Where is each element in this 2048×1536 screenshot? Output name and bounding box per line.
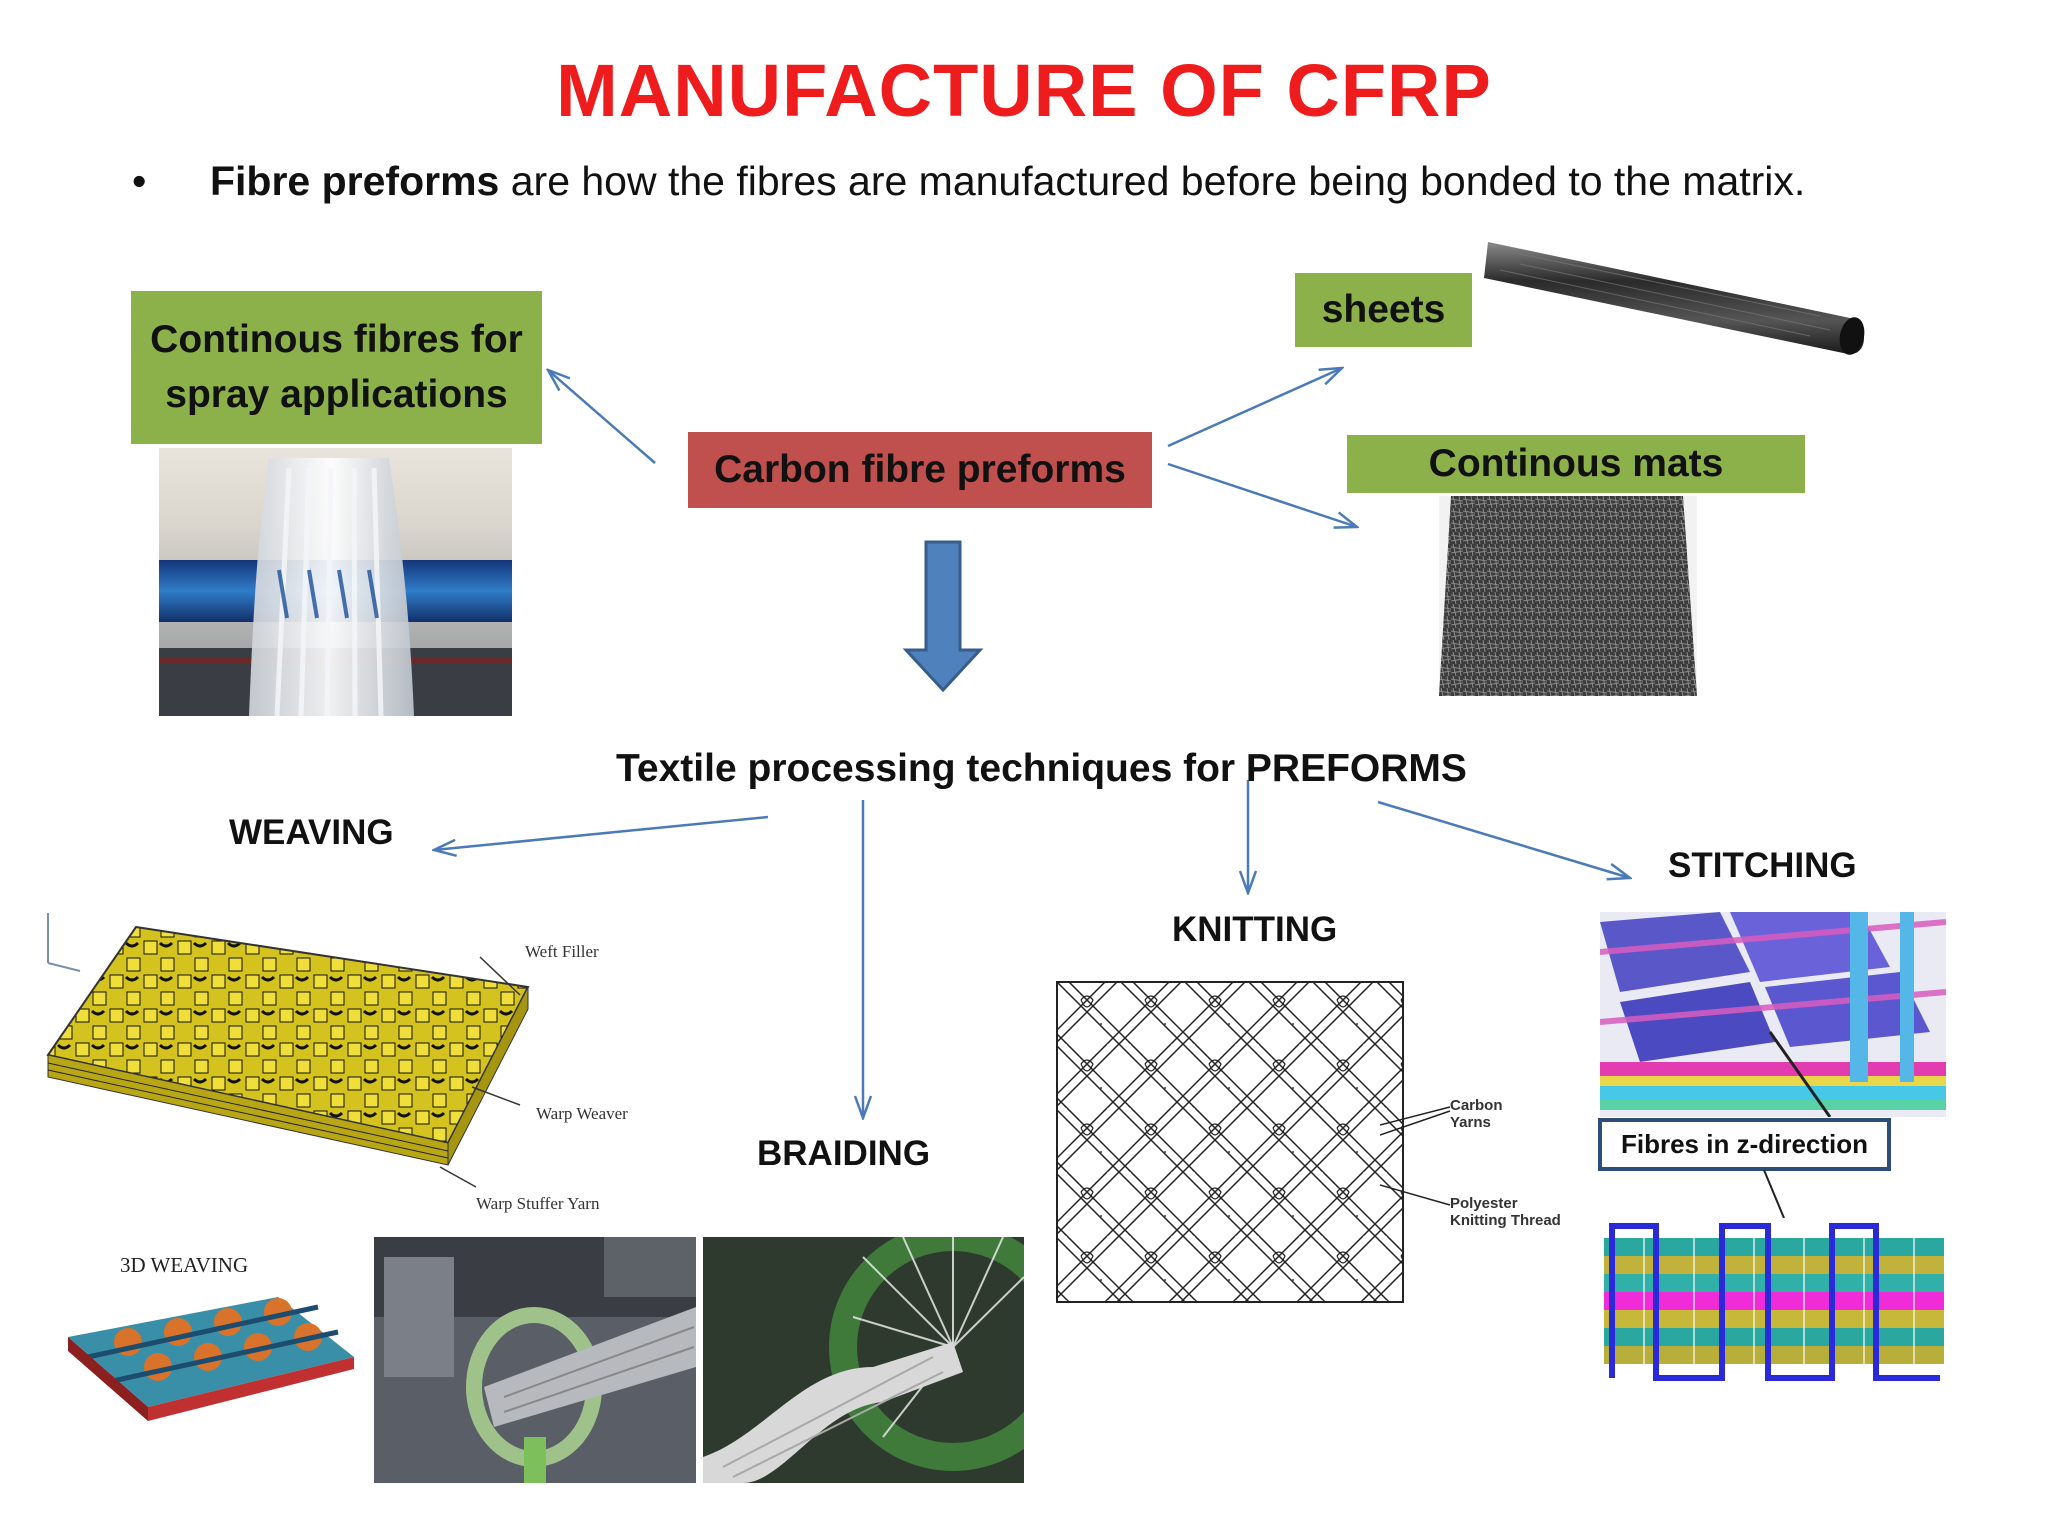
stitching-cross-section-image — [1604, 1218, 1944, 1386]
polyester-line2: Knitting Thread — [1450, 1212, 1561, 1230]
three-d-weaving-image — [68, 1237, 354, 1449]
techniques-heading: Textile processing techniques for PREFOR… — [616, 747, 1467, 790]
fibres-z-direction-box: Fibres in z-direction — [1598, 1118, 1891, 1171]
stitching-3d-image — [1600, 912, 1946, 1117]
bullet-marker: • — [132, 158, 147, 204]
sheets-box: sheets — [1295, 273, 1472, 347]
knitting-diagram — [1055, 980, 1405, 1304]
mat-photo — [1439, 496, 1697, 696]
weft-filler-label: Weft Filler — [525, 942, 599, 961]
intro-bold-term: Fibre preforms — [210, 158, 500, 204]
carbon-yarns-line1: Carbon — [1450, 1097, 1503, 1114]
braiding-label: BRAIDING — [757, 1134, 931, 1173]
braiding-machine-photo — [374, 1237, 696, 1483]
arrow-to-spray — [548, 370, 656, 464]
slide-title: MANUFACTURE OF CFRP — [556, 49, 1492, 132]
carbon-yarns-line2: Yarns — [1450, 1114, 1491, 1132]
warp-weaver-label: Warp Weaver — [536, 1104, 628, 1123]
carbon-yarns-label: Carbon Yarns — [1450, 1097, 1503, 1132]
continous-mats-box: Continous mats — [1347, 435, 1805, 493]
braiding-close-photo — [703, 1237, 1024, 1483]
weaving-diagram — [40, 905, 640, 1225]
knitting-label: KNITTING — [1172, 910, 1338, 949]
arrow-to-stitching — [1377, 800, 1630, 878]
polyester-line1: Polyester — [1450, 1195, 1518, 1212]
down-block-arrow — [902, 540, 984, 693]
spray-fibre-photo — [159, 448, 512, 716]
polyester-thread-label: Polyester Knitting Thread — [1450, 1195, 1561, 1230]
three-d-weaving-label: 3D WEAVING — [120, 1253, 249, 1277]
warp-stuffer-label: Warp Stuffer Yarn — [476, 1194, 600, 1213]
weaving-label: WEAVING — [229, 813, 394, 852]
spray-line-1: Continous fibres for — [150, 317, 523, 361]
fibres-z-leader — [1763, 1170, 1785, 1219]
arrow-to-sheets — [1167, 368, 1342, 448]
sheet-tube-photo — [1480, 230, 1870, 370]
knitting-leaders — [1380, 1106, 1451, 1206]
intro-text: are how the fibres are manufactured befo… — [499, 158, 1806, 204]
spray-applications-box: Continous fibres for spray applications — [131, 291, 542, 444]
stitching-label: STITCHING — [1668, 846, 1857, 885]
arrow-to-weaving — [434, 815, 769, 850]
carbon-fibre-preforms-box: Carbon fibre preforms — [688, 432, 1152, 508]
arrow-to-mats — [1167, 462, 1357, 527]
spray-line-2: spray applications — [165, 372, 508, 416]
intro-bullet: • Fibre preforms are how the fibres are m… — [132, 158, 1805, 205]
